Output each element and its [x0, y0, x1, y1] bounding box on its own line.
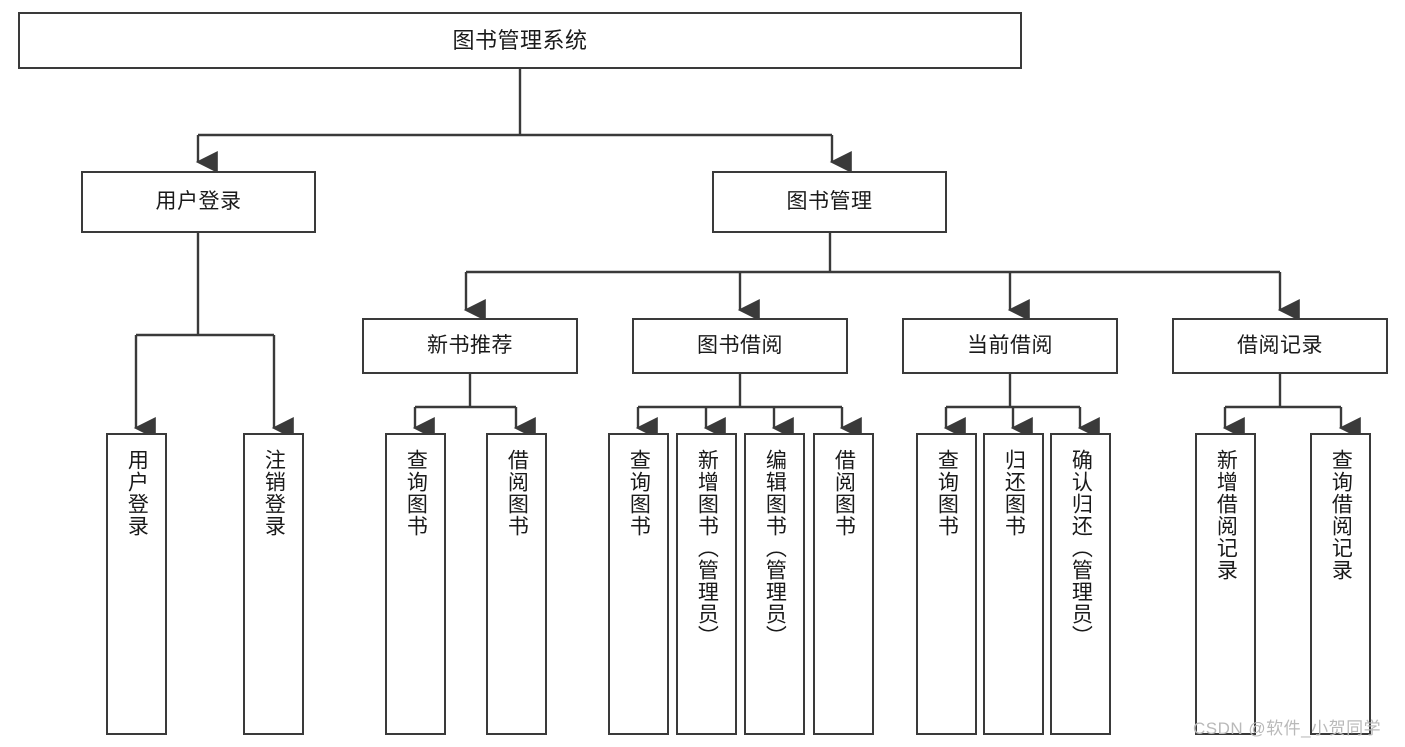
leaf-borrow-book-2[interactable]: 借阅图书	[813, 433, 874, 735]
leaf-query-book-1[interactable]: 查询图书	[385, 433, 446, 735]
leaf-add-book-label: 新增图书（管理员）	[695, 449, 719, 647]
leaf-borrow-book-1-label: 借阅图书	[505, 449, 529, 537]
node-borrow-record-label: 借阅记录	[1237, 333, 1323, 357]
leaf-logout-login-label: 注销登录	[262, 449, 286, 537]
leaf-query-book-2[interactable]: 查询图书	[608, 433, 669, 735]
leaf-query-book-1-label: 查询图书	[404, 449, 428, 537]
leaf-edit-book-label: 编辑图书（管理员）	[763, 449, 787, 647]
leaf-add-book[interactable]: 新增图书（管理员）	[676, 433, 737, 735]
node-book-borrow[interactable]: 图书借阅	[632, 318, 848, 374]
leaf-borrow-book-2-label: 借阅图书	[832, 449, 856, 537]
node-root-label: 图书管理系统	[452, 27, 588, 53]
leaf-add-record[interactable]: 新增借阅记录	[1195, 433, 1256, 735]
leaf-user-login[interactable]: 用户登录	[106, 433, 167, 735]
node-current-borrow-label: 当前借阅	[967, 333, 1053, 357]
node-book-borrow-label: 图书借阅	[697, 333, 783, 357]
node-new-book-recommend[interactable]: 新书推荐	[362, 318, 578, 374]
node-new-book-recommend-label: 新书推荐	[427, 333, 513, 357]
leaf-return-book-label: 归还图书	[1002, 449, 1026, 537]
leaf-add-record-label: 新增借阅记录	[1214, 449, 1238, 581]
leaf-return-book[interactable]: 归还图书	[983, 433, 1044, 735]
leaf-query-record[interactable]: 查询借阅记录	[1310, 433, 1371, 735]
leaf-edit-book[interactable]: 编辑图书（管理员）	[744, 433, 805, 735]
node-root[interactable]: 图书管理系统	[18, 12, 1022, 69]
node-book-management-label: 图书管理	[786, 189, 873, 213]
leaf-user-login-label: 用户登录	[125, 449, 149, 537]
node-borrow-record[interactable]: 借阅记录	[1172, 318, 1388, 374]
leaf-borrow-book-1[interactable]: 借阅图书	[486, 433, 547, 735]
node-current-borrow[interactable]: 当前借阅	[902, 318, 1118, 374]
leaf-confirm-return[interactable]: 确认归还（管理员）	[1050, 433, 1111, 735]
node-user-login[interactable]: 用户登录	[81, 171, 316, 233]
leaf-confirm-return-label: 确认归还（管理员）	[1069, 449, 1093, 647]
leaf-query-book-3[interactable]: 查询图书	[916, 433, 977, 735]
node-user-login-label: 用户登录	[155, 189, 242, 213]
csdn-watermark: CSDN @软件_小贺同学	[1193, 719, 1382, 738]
leaf-query-book-3-label: 查询图书	[935, 449, 959, 537]
leaf-query-book-2-label: 查询图书	[627, 449, 651, 537]
leaf-logout-login[interactable]: 注销登录	[243, 433, 304, 735]
node-book-management[interactable]: 图书管理	[712, 171, 947, 233]
leaf-query-record-label: 查询借阅记录	[1329, 449, 1353, 581]
